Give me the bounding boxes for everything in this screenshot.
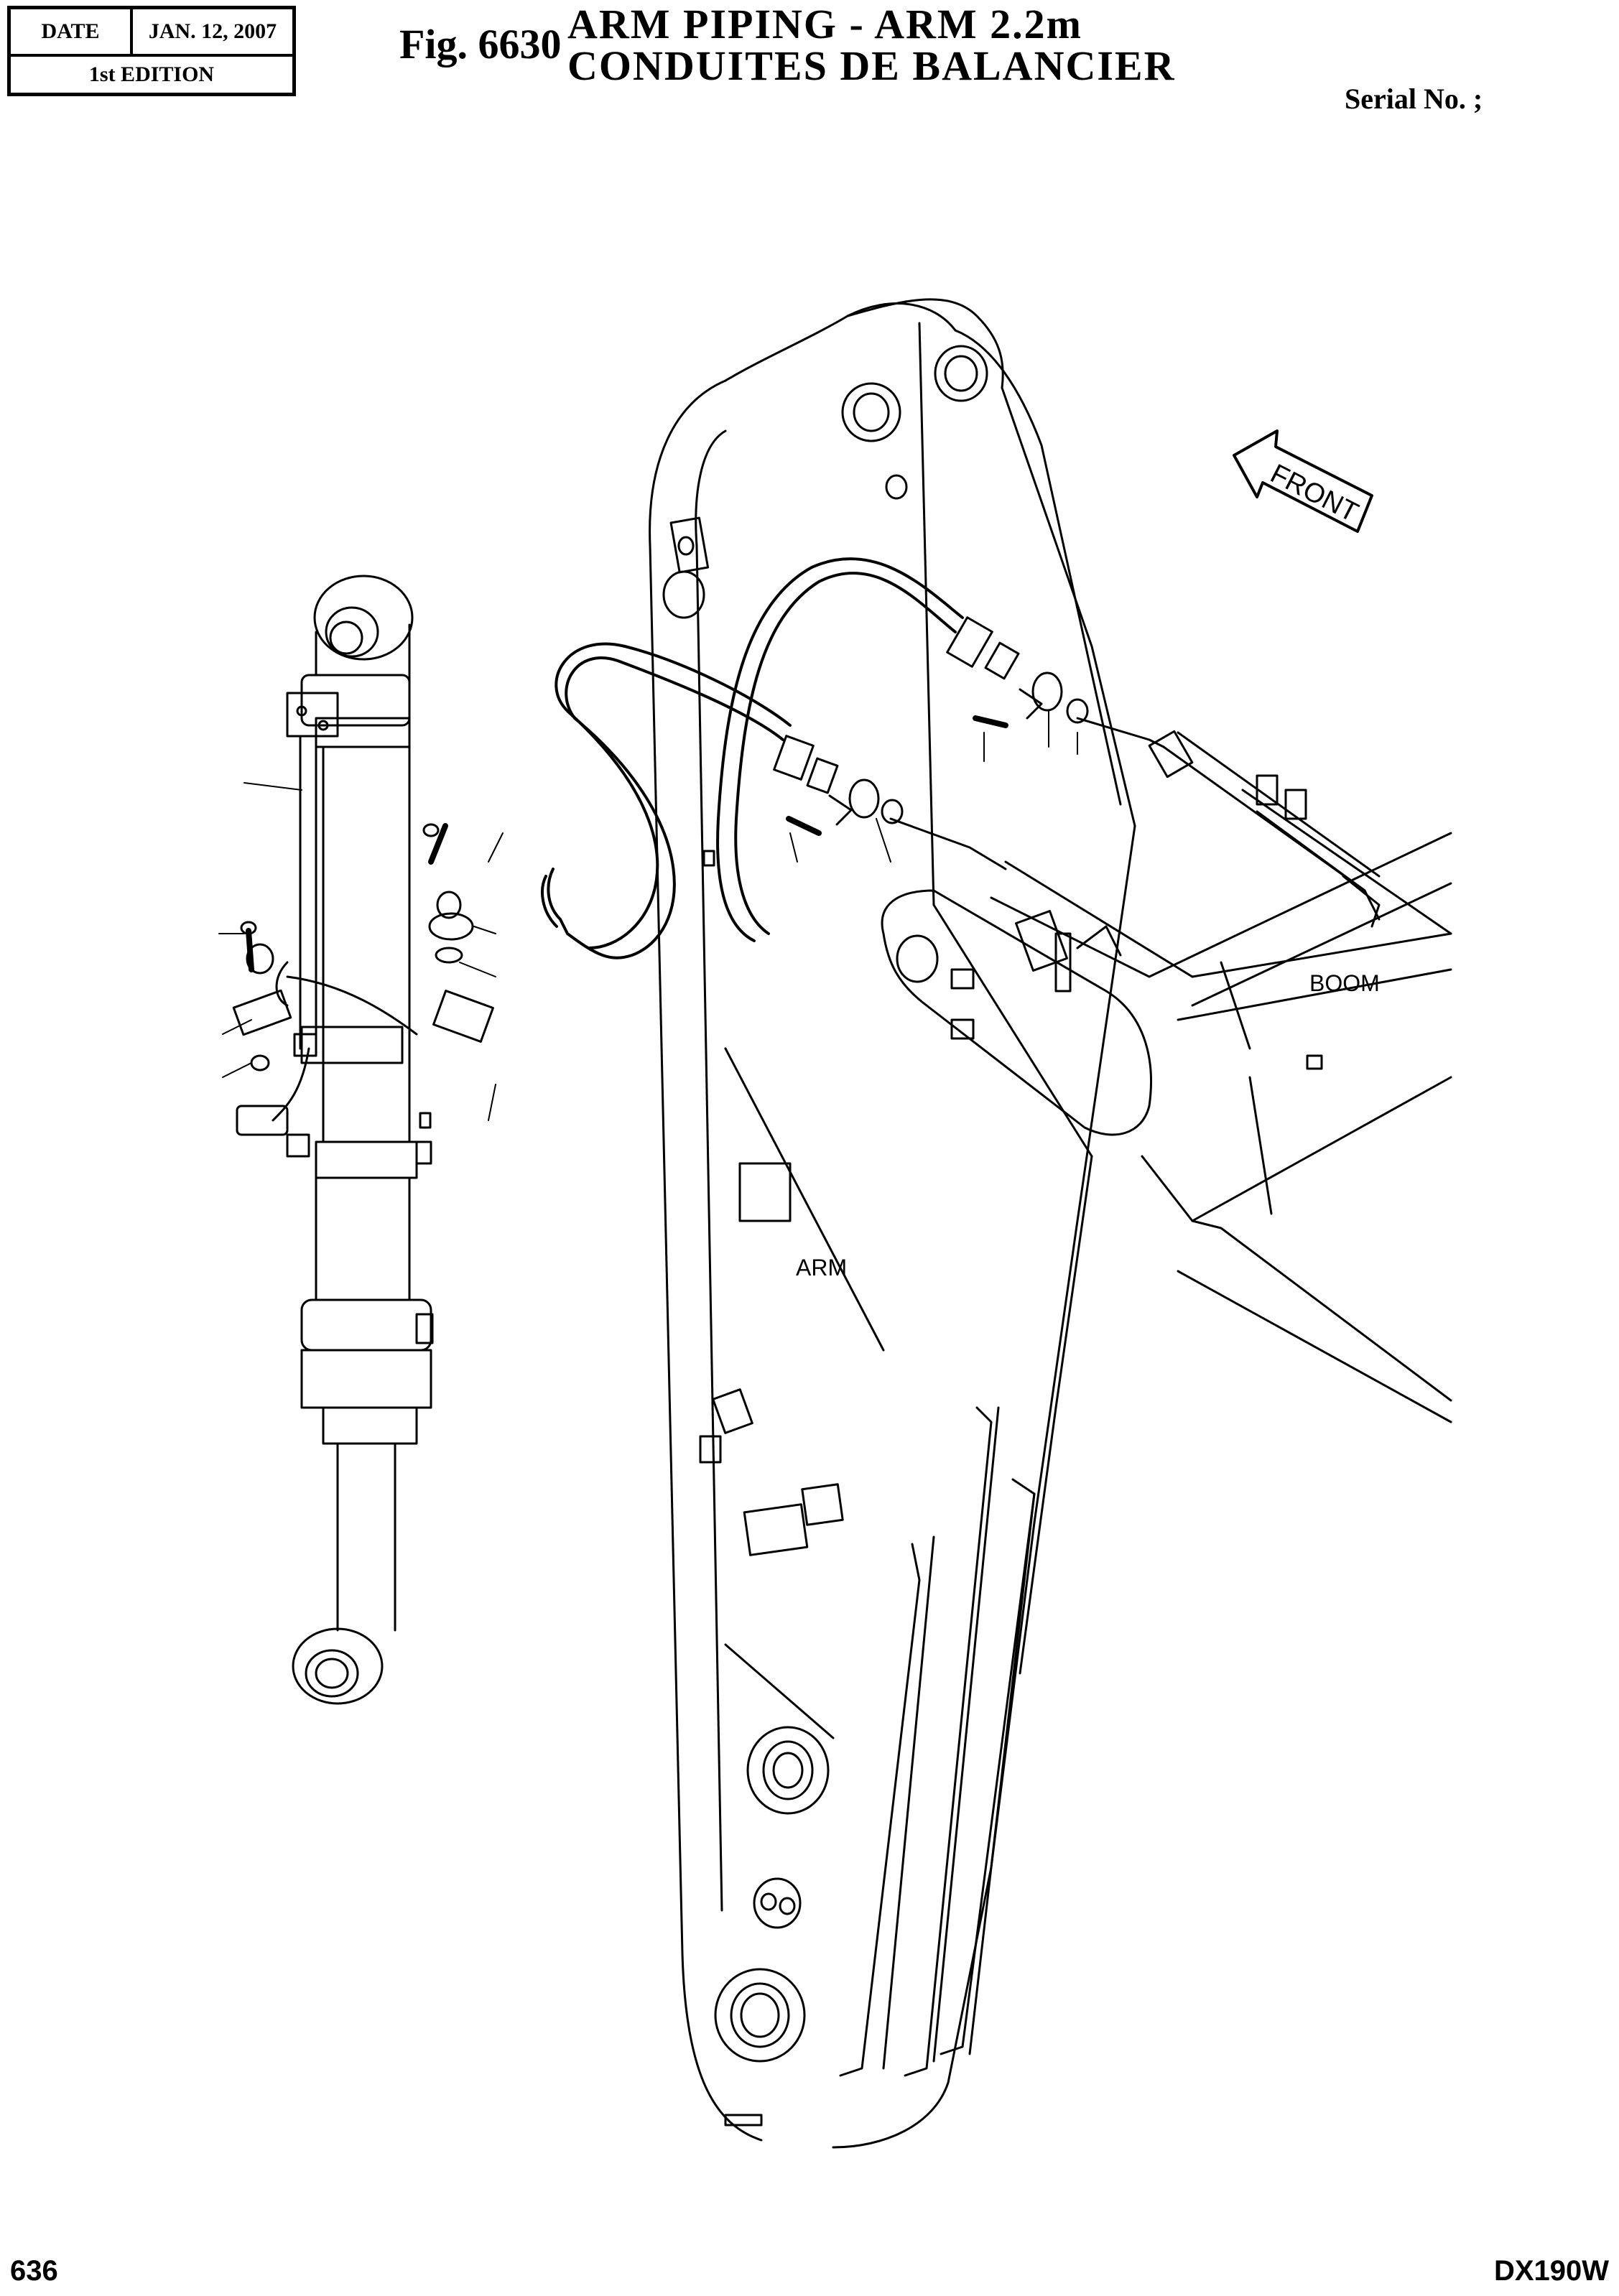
hose-assembly xyxy=(541,557,1165,959)
arm-label: ARM xyxy=(796,1255,847,1281)
arm-cylinder xyxy=(232,575,494,1705)
date-label: DATE xyxy=(11,9,133,54)
edition-box: DATE JAN. 12, 2007 1st EDITION xyxy=(7,6,296,96)
date-row: DATE JAN. 12, 2007 xyxy=(11,9,292,57)
edition-label: 1st EDITION xyxy=(88,62,215,86)
front-label: FRONT xyxy=(1266,459,1363,529)
boom-label: BOOM xyxy=(1309,970,1380,996)
title-french: CONDUITES DE BALANCIER xyxy=(567,42,1176,89)
front-arrow xyxy=(1233,429,1373,533)
boom-outline xyxy=(881,730,1452,1423)
serial-number-label: Serial No. ; xyxy=(1345,83,1483,115)
leader-lines xyxy=(218,710,1078,1121)
arm-outline xyxy=(649,298,1136,2149)
title-english: ARM PIPING - ARM 2.2m xyxy=(567,1,1082,47)
date-value: JAN. 12, 2007 xyxy=(148,19,277,43)
model-code: DX190W xyxy=(1493,2255,1609,2287)
figure-number: Fig. 6630 xyxy=(399,21,562,68)
page-number: 636 xyxy=(10,2255,58,2287)
